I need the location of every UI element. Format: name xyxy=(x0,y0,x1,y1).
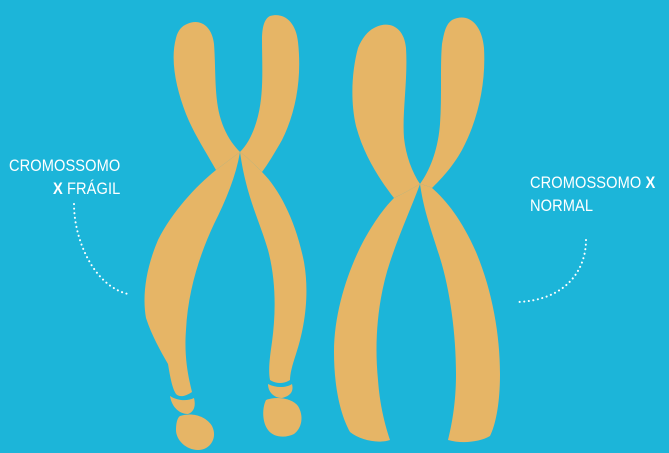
fragile-x-label: CROMOSSOMO X FRÁGIL xyxy=(9,154,120,200)
normal-x-word: CROMOSSOMO xyxy=(530,173,641,192)
fragile-x-label-line1: CROMOSSOMO xyxy=(9,154,120,177)
normal-x-letter: X xyxy=(645,173,655,192)
fragile-x-word: FRÁGIL xyxy=(67,179,120,198)
normal-x-label-line2: NORMAL xyxy=(530,194,655,217)
normal-x-label-line1: CROMOSSOMO X xyxy=(530,171,655,194)
fragile-right-tip-satellite xyxy=(263,398,301,437)
fragile-x-label-line2: X FRÁGIL xyxy=(9,177,120,200)
normal-x-label: CROMOSSOMO X NORMAL xyxy=(530,171,655,217)
fragile-x-letter: X xyxy=(53,179,63,198)
